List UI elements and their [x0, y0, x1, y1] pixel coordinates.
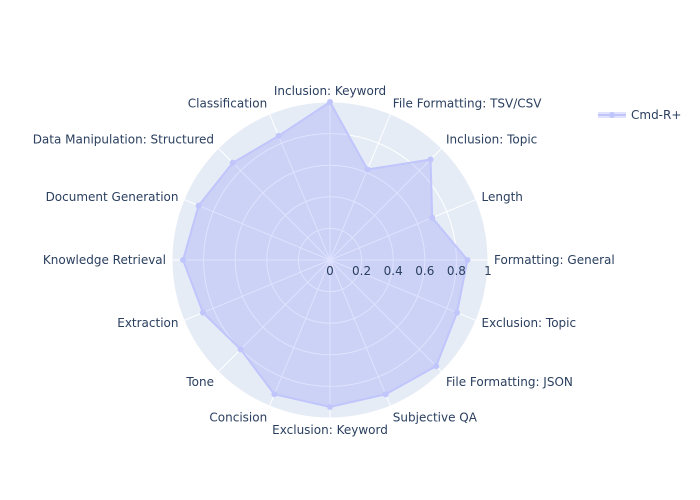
- grid-spoke: [183, 259, 331, 321]
- category-label: Concision: [209, 411, 267, 425]
- radial-tick-label: 0.4: [384, 264, 403, 278]
- category-label: Length: [482, 190, 523, 204]
- data-point[interactable]: [364, 166, 371, 173]
- category-label: Data Manipulation: Structured: [33, 133, 214, 147]
- radial-tick-label: 0.2: [352, 264, 371, 278]
- data-point[interactable]: [271, 391, 278, 398]
- data-point[interactable]: [275, 132, 282, 139]
- grid-layer: [171, 101, 489, 419]
- data-point[interactable]: [464, 257, 471, 263]
- data-point[interactable]: [237, 346, 244, 353]
- category-label: Knowledge Retrieval: [43, 253, 166, 267]
- category-label: Inclusion: Topic: [446, 133, 537, 147]
- radial-tick-label: 1: [484, 264, 492, 278]
- data-point[interactable]: [229, 159, 236, 166]
- data-point[interactable]: [429, 214, 436, 221]
- radial-tick-label: 0: [326, 264, 334, 278]
- category-label: Formatting: General: [494, 253, 615, 267]
- category-label: Document Generation: [46, 190, 179, 204]
- data-point[interactable]: [327, 99, 333, 105]
- category-label: Subjective QA: [393, 411, 478, 425]
- data-point[interactable]: [180, 257, 187, 263]
- category-label: Exclusion: Keyword: [272, 423, 388, 437]
- category-label: File Formatting: TSV/CSV: [393, 97, 542, 111]
- category-label: Classification: [188, 97, 267, 111]
- legend-marker: [609, 112, 615, 118]
- grid-spoke: [183, 199, 331, 261]
- grid-spoke: [269, 259, 331, 407]
- grid-spoke: [329, 199, 477, 261]
- category-labels: Formatting: General Length Inclusion: Topi…: [33, 84, 615, 437]
- data-point[interactable]: [200, 309, 207, 316]
- grid-spoke: [329, 259, 391, 407]
- category-label: Extraction: [117, 316, 178, 330]
- radial-tick-label: 0.6: [415, 264, 434, 278]
- category-label: Exclusion: Topic: [482, 316, 577, 330]
- radial-tick-label: 0.8: [447, 264, 466, 278]
- data-point[interactable]: [327, 403, 333, 410]
- legend-label: Cmd-R+: [631, 108, 681, 122]
- category-label: Inclusion: Keyword: [274, 84, 386, 98]
- category-label: File Formatting: JSON: [446, 375, 573, 389]
- legend[interactable]: Cmd-R+: [598, 108, 681, 122]
- series-layer: [180, 99, 471, 410]
- grid-spoke: [217, 147, 331, 261]
- grid-spoke: [329, 259, 443, 373]
- data-point[interactable]: [382, 391, 389, 398]
- grid-spoke: [329, 147, 443, 261]
- grid-spoke: [329, 259, 477, 321]
- radial-tick-labels: 0 0.2 0.4 0.6 0.8 1: [326, 264, 492, 278]
- data-point[interactable]: [427, 156, 434, 163]
- data-point[interactable]: [195, 202, 202, 209]
- category-label: Tone: [185, 375, 214, 389]
- grid-spoke: [329, 113, 391, 261]
- data-point[interactable]: [453, 309, 460, 316]
- grid-spoke: [217, 259, 331, 373]
- data-point[interactable]: [433, 363, 440, 370]
